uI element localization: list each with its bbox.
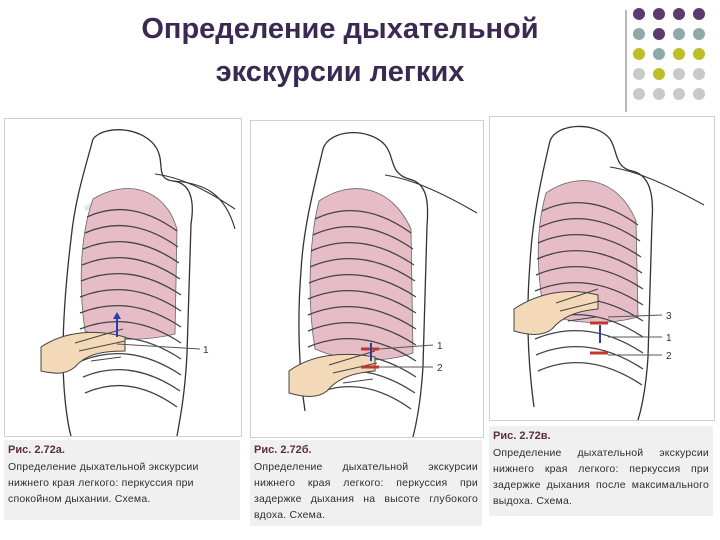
title-line-1: Определение дыхательной [141,13,539,45]
decorative-dot [693,68,705,80]
hand-fingers [328,350,378,384]
decorative-dot [693,88,705,100]
figure-b-illustration: 1 2 [250,120,484,438]
decorative-dot [633,28,645,40]
torso-drawing-c: 3 1 2 [513,125,705,420]
decorative-dot [673,48,685,60]
figure-b-caption: Рис. 2.72б. Определение дыхательной экск… [250,440,482,526]
figure-a-illustration: 1 [4,118,242,437]
marker-label-3: 3 [666,311,672,322]
decorative-dot [633,68,645,80]
decorative-dot [633,88,645,100]
caption-title: Рис. 2.72б. [254,444,312,456]
rib-lines [79,208,182,408]
decorative-dot [653,48,665,60]
decorative-dot [633,48,645,60]
decorative-dot [693,28,705,40]
leader-line-1 [116,343,201,350]
marker-label-2: 2 [437,363,443,374]
caption-title: Рис. 2.72в. [493,430,551,442]
shoulder-line [384,174,478,214]
shoulder-line [609,166,705,206]
decorative-dot [693,8,705,20]
hand [513,290,599,335]
decorative-dot [633,8,645,20]
decorative-dot [653,68,665,80]
arm-line [172,180,236,230]
decorative-dot [673,28,685,40]
decorative-dot [673,8,685,20]
decorative-dot [653,8,665,20]
hand [288,353,376,397]
slide-title: Определение дыхательной экскурсии легких [60,8,620,94]
caption-text: Определение дыхательной экскурсии нижнег… [493,447,709,507]
leader-line-1 [378,344,434,350]
body-outline [527,125,654,420]
caption-text: Определение дыхательной экскурсии нижнег… [254,461,478,521]
torso-drawing-b: 1 2 [288,132,478,437]
torso-drawing-a: 1 [40,129,236,436]
marker-label-1: 1 [666,333,672,344]
caption-title: Рис. 2.72а. [8,444,65,456]
hand-fingers [74,328,126,362]
leader-line-3 [607,314,663,318]
decorative-divider [625,10,627,112]
hand-fingers [555,288,601,322]
title-line-2: экскурсии легких [215,56,465,88]
marker-label: 1 [203,345,209,356]
decorative-dot [693,48,705,60]
shoulder-line [154,173,236,210]
decorative-dot [673,88,685,100]
decorative-dot [653,88,665,100]
marker-label-2: 2 [666,351,672,362]
figure-a-caption: Рис. 2.72а. Определение дыхательной экск… [4,440,240,520]
decorative-dot [673,68,685,80]
decorative-dot [653,28,665,40]
figure-c-caption: Рис. 2.72в. Определение дыхательной экск… [489,426,713,516]
caption-text: Определение дыхательной экскурсии нижнег… [8,461,199,505]
figure-c-illustration: 3 1 2 [489,116,715,421]
marker-label-1: 1 [437,341,443,352]
hand [40,331,126,374]
decorative-dot-grid [633,8,720,108]
